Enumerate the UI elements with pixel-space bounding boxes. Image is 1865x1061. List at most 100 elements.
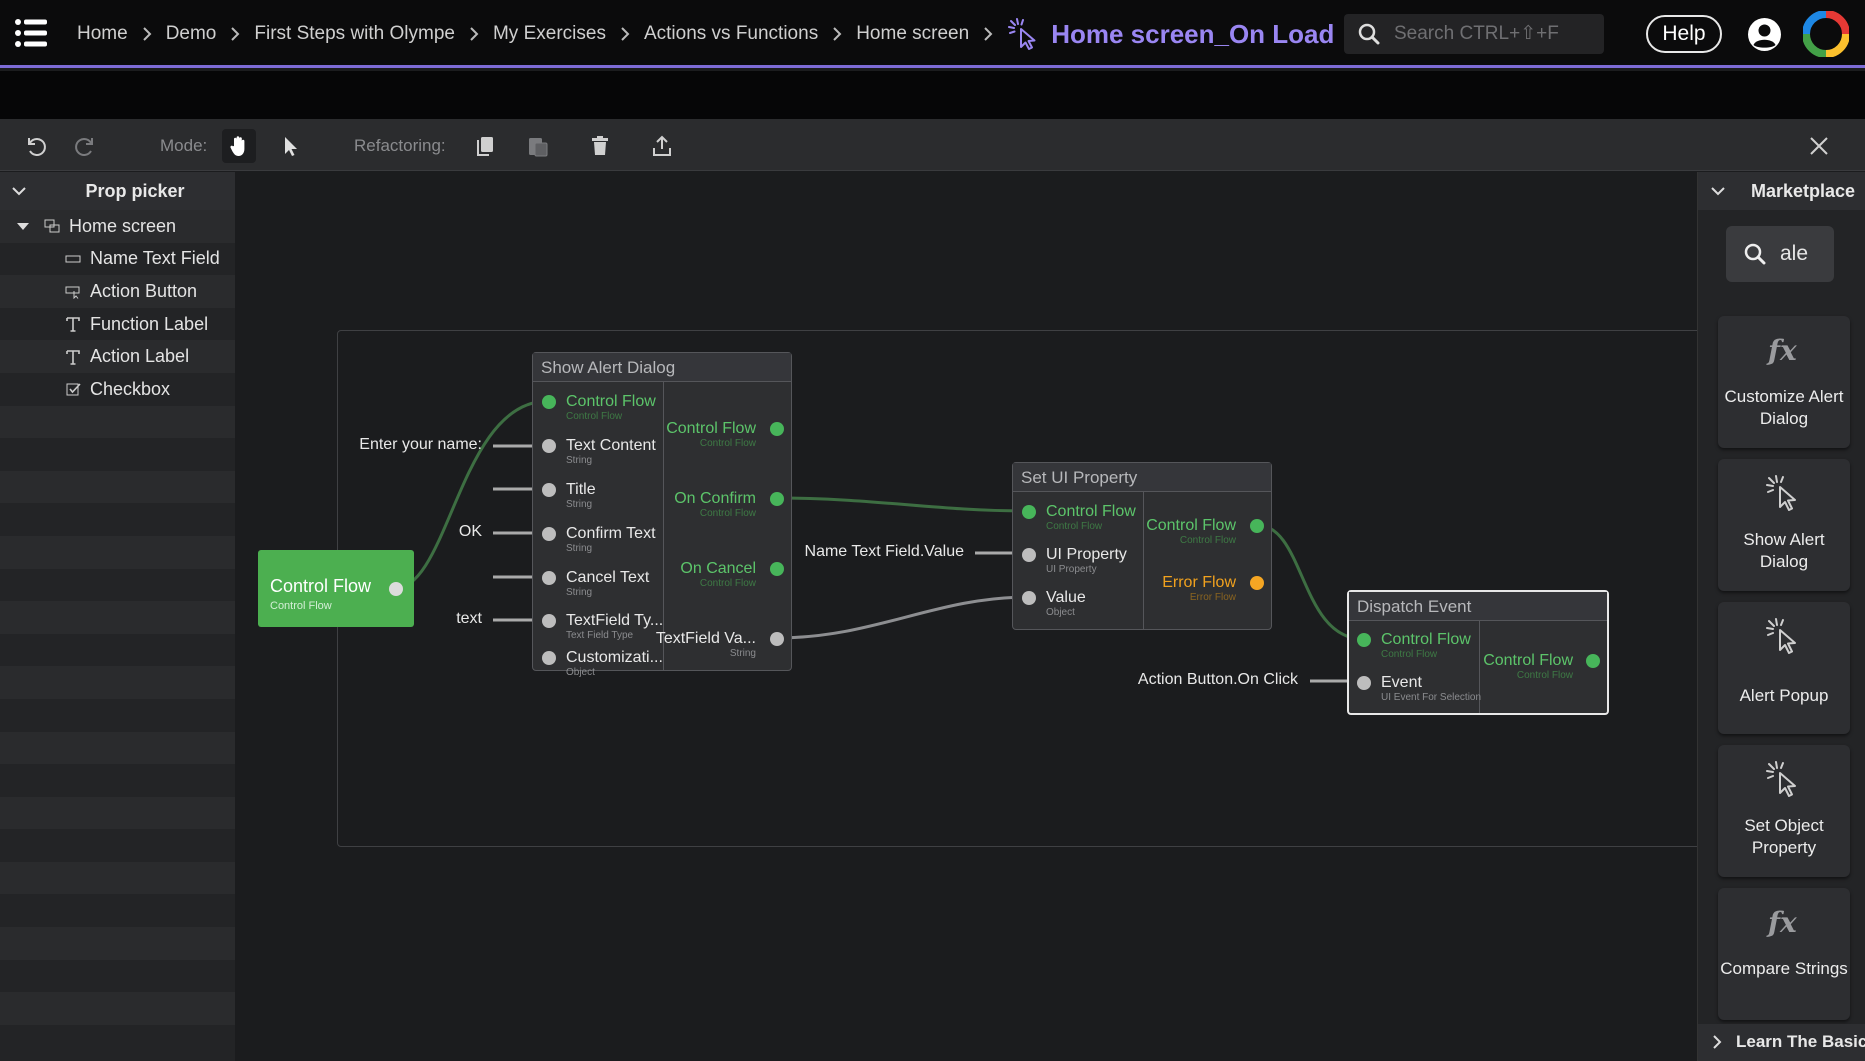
tree-item-action-label[interactable]: Action Label [0,340,235,373]
literal-ui-property[interactable]: Name Text Field.Value [804,543,964,560]
redo-button[interactable] [68,129,102,163]
prop-picker-title: Prop picker [85,180,185,201]
empty-row [0,731,235,765]
hand-mode-button[interactable] [222,129,256,163]
function-icon: fx [1766,906,1797,939]
empty-row [0,569,235,602]
empty-row [0,960,235,993]
svg-text:fx: fx [1766,334,1797,367]
learn-the-basics-section[interactable]: Learn The Basic [1698,1024,1865,1061]
marketplace-card-alert-popup[interactable]: Alert Popup [1718,602,1850,734]
breadcrumb-first-steps[interactable]: First Steps with Olympe [254,23,455,44]
chevron-down-icon[interactable] [1710,183,1726,199]
tree-item-name-text-field[interactable]: Name Text Field [0,243,235,276]
input-pin[interactable] [542,571,556,585]
marketplace-header[interactable]: Marketplace [1698,172,1865,210]
literal-confirm-text[interactable]: OK [458,523,482,540]
tree-item-function-label[interactable]: Function Label [0,308,235,341]
menu-icon[interactable] [15,18,47,48]
chevron-right-icon [606,24,644,44]
breadcrumb-actions-vs-functions[interactable]: Actions vs Functions [643,23,819,44]
input-pin[interactable] [1022,505,1036,519]
empty-row [0,601,235,634]
marketplace-card-compare-strings[interactable]: fx Compare Strings [1718,888,1850,1020]
chevron-down-icon[interactable] [11,183,27,199]
output-pin[interactable] [770,492,784,506]
output-pin[interactable] [1250,576,1264,590]
search-input[interactable] [1394,23,1584,45]
node-divider [1143,492,1144,629]
empty-row [0,470,235,504]
undo-button[interactable] [19,129,53,163]
copy-button[interactable] [468,129,502,163]
paste-icon [529,138,548,157]
input-pin[interactable] [542,439,556,453]
user-avatar-icon[interactable] [1748,18,1781,51]
delete-button[interactable] [583,129,617,163]
breadcrumb: Home Demo First Steps with Olympe My Exe… [77,0,1334,68]
output-pin[interactable] [1250,519,1264,533]
marketplace-card-customize-alert-dialog[interactable]: fx Customize Alert Dialog [1718,316,1850,448]
input-pin[interactable] [542,483,556,497]
input-pin[interactable] [542,651,556,665]
flow-canvas[interactable]: Control Flow Control Flow Enter your nam… [235,172,1697,1061]
tree-item-home-screen[interactable]: Home screen [0,210,235,243]
output-pin[interactable] [770,562,784,576]
action-cursor-icon [1008,18,1036,50]
help-button[interactable]: Help [1646,15,1722,53]
input-pin[interactable] [1022,548,1036,562]
start-control-flow-node[interactable]: Control Flow Control Flow [258,550,414,627]
breadcrumb-home[interactable]: Home [77,23,128,44]
marketplace-search-input[interactable] [1780,242,1830,266]
action-cursor-icon [1766,761,1796,797]
input-pin[interactable] [542,395,556,409]
input-pin[interactable] [1357,676,1371,690]
close-editor-button[interactable] [1802,129,1836,163]
global-search[interactable] [1344,14,1604,54]
output-pin[interactable] [770,632,784,646]
function-icon: fx [1766,334,1797,367]
tree-item-action-button[interactable]: Action Button [0,275,235,308]
input-textfield-type: TextField Ty...Text Field Type [566,612,664,641]
hand-icon [230,136,245,156]
learn-the-basics-label: Learn The Basic [1736,1032,1865,1051]
marketplace-card-show-alert-dialog[interactable]: Show Alert Dialog [1718,459,1850,591]
undo-icon [28,138,46,156]
input-pin[interactable] [542,614,556,628]
breadcrumb-home-screen[interactable]: Home screen [856,23,970,44]
prop-picker-header[interactable]: Prop picker [0,172,235,210]
output-pin[interactable] [770,422,784,436]
literal-text-content[interactable]: Enter your name: [359,436,482,453]
wire-textfield-to-value [775,595,1029,640]
input-pin[interactable] [1357,633,1371,647]
breadcrumb-my-exercises[interactable]: My Exercises [492,23,606,44]
input-pin[interactable] [542,527,556,541]
chevron-right-icon[interactable] [1710,1035,1724,1049]
caret-down-icon[interactable] [16,219,30,233]
input-pin[interactable] [1022,591,1036,605]
literal-event[interactable]: Action Button.On Click [1137,671,1298,688]
output-pin[interactable] [389,582,403,596]
export-button[interactable] [645,129,679,163]
literal-textfield-type[interactable]: text [456,610,482,627]
output-pin[interactable] [1586,654,1600,668]
output-textfield-value: TextField Va...String [655,630,756,659]
tree-item-checkbox[interactable]: Checkbox [0,373,235,406]
empty-row [0,699,235,732]
marketplace-card-set-object-property[interactable]: Set Object Property [1718,745,1850,877]
paste-button[interactable] [521,129,555,163]
chevron-right-icon [128,24,166,44]
select-mode-button[interactable] [274,129,308,163]
marketplace-search[interactable] [1726,226,1834,282]
empty-row [0,829,235,862]
breadcrumb-demo[interactable]: Demo [165,23,217,44]
